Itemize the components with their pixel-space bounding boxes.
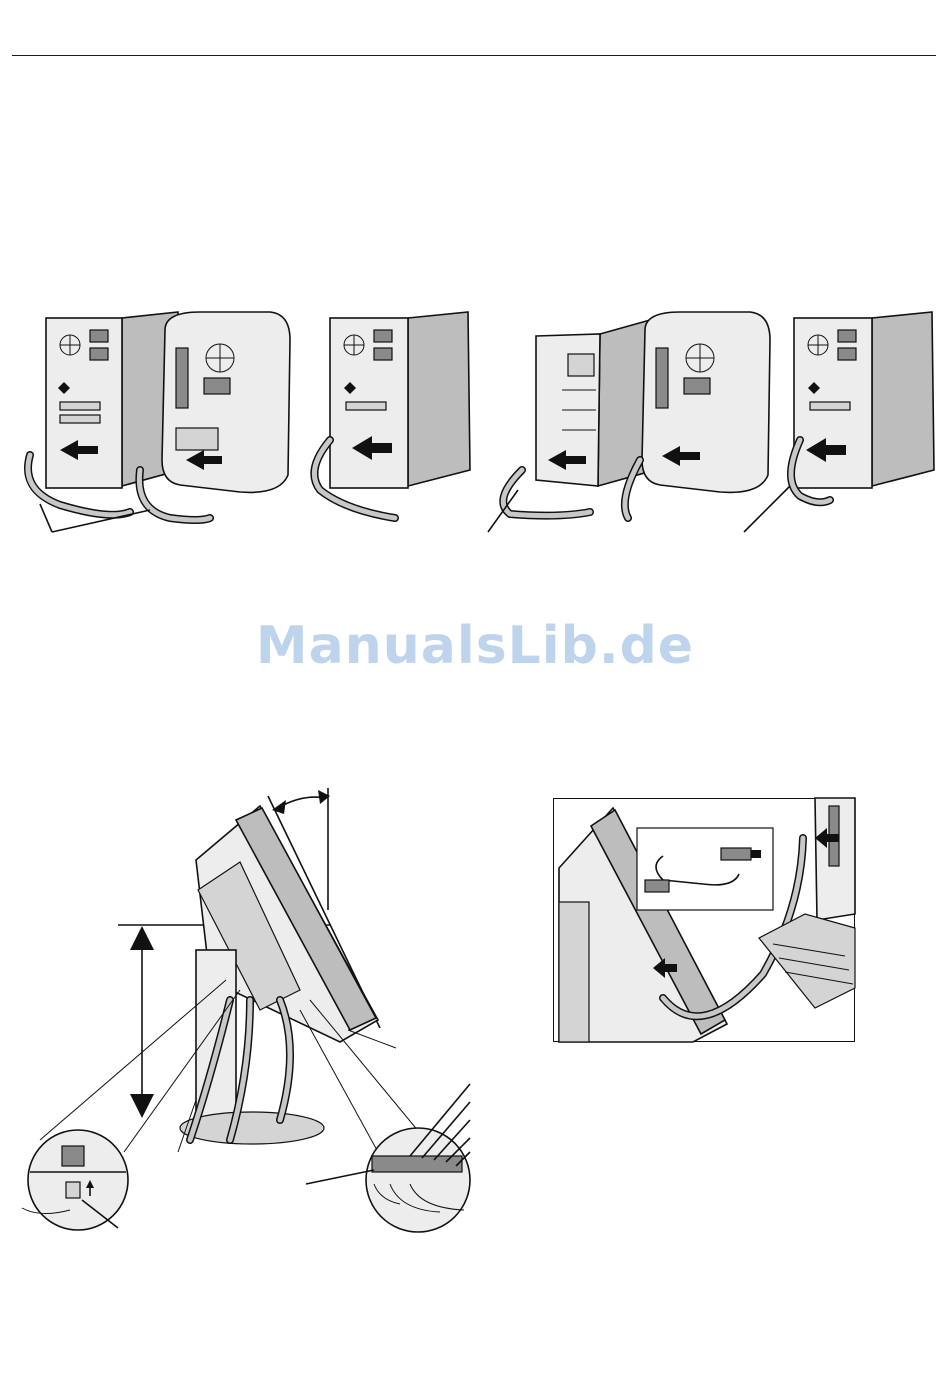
monitor-stand-illustration xyxy=(0,780,480,1240)
pc-tower-icon xyxy=(330,312,470,488)
pc-tower-icon xyxy=(46,312,180,488)
mac-tower-icon xyxy=(162,312,290,492)
computer-connection-illustration xyxy=(0,300,950,550)
watermark: ManualsLib.de xyxy=(0,616,950,676)
header-rule xyxy=(12,55,936,56)
pc-tower-icon xyxy=(794,312,934,488)
usb-connection-illustration xyxy=(553,798,855,1042)
mac-tower-icon xyxy=(642,312,770,492)
